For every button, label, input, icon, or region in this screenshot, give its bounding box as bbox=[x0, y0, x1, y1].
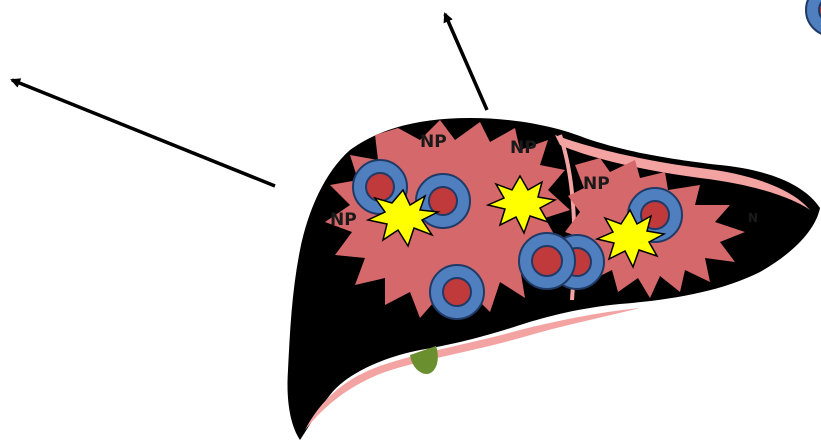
np-label-left: NP bbox=[330, 210, 357, 230]
cell-ring-icon bbox=[519, 233, 575, 289]
cell-ring-icon bbox=[416, 174, 470, 228]
np-label-right: NP bbox=[583, 174, 610, 194]
arrow-left bbox=[12, 80, 275, 186]
cell-ring-icon bbox=[430, 265, 484, 319]
np-label-partial: NP bbox=[510, 138, 537, 158]
np-label-edge: N bbox=[748, 211, 758, 225]
arrow-up bbox=[445, 14, 487, 110]
np-label-top: NP bbox=[420, 132, 447, 152]
cell-ring-icon bbox=[806, 0, 821, 36]
